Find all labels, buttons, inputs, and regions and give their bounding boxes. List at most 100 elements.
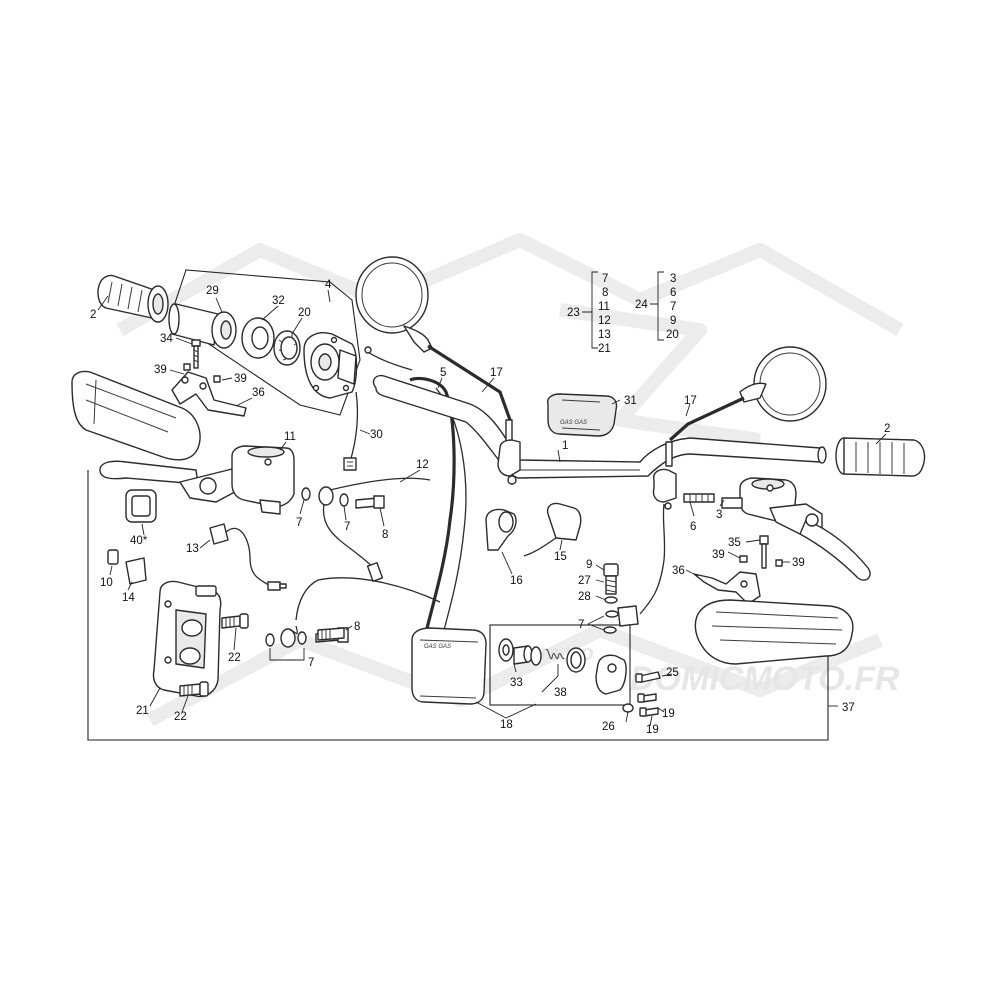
brake-caliper [152,580,222,698]
kit-23-label: 23 [567,307,580,319]
callout-29: 29 [206,285,219,297]
callout-7-b: 7 [344,521,350,533]
master-cylinder-piston-kit [498,638,586,673]
throttle-switch-wire [343,391,359,471]
callout-36-left: 36 [252,387,265,399]
bolt-34 [191,339,201,369]
callout-1: 1 [562,440,568,452]
leader-lines [97,271,887,727]
right-brake-hose [639,503,666,615]
callout-5: 5 [440,367,446,379]
bearing-ring [273,330,301,366]
callout-21: 21 [136,705,149,717]
throttle-group-frame [169,269,361,416]
left-handguard-bracket [171,363,247,417]
clutch-cable [364,346,467,641]
kill-switch [523,502,582,557]
callout-17-right: 17 [684,395,697,407]
kit-24-item: 7 [670,301,676,313]
clutch-lever [99,460,247,503]
handlebar [372,374,827,479]
callout-27: 27 [578,575,591,587]
bolt-8 [317,627,345,641]
throttle-housing [303,332,358,399]
clutch-perch [485,508,517,551]
callout-37: 37 [842,702,855,714]
kit-24-label: 24 [635,299,648,311]
left-mirror [355,256,521,485]
callout-16: 16 [510,575,523,587]
brake-hose [289,477,441,635]
clutch-master-cylinder [231,445,295,515]
callout-numbers: 2 29 32 20 4 34 39 39 36 11 30 12 5 17 1… [90,273,890,736]
kit-23-item: 11 [598,301,610,313]
callout-7-d: 7 [308,657,314,669]
callout-2-right: 2 [884,423,890,435]
left-handguard [71,370,201,461]
callout-6: 6 [690,521,696,533]
callout-8-a: 8 [382,529,388,541]
left-grip [97,274,169,323]
callout-39-a: 39 [154,364,167,376]
right-handguard-bracket [693,535,783,605]
callout-10: 10 [100,577,113,589]
brake-switch [209,523,287,591]
callout-8-b: 8 [354,621,360,633]
callout-17-left: 17 [490,367,503,379]
right-mirror [652,346,827,510]
front-brake-lever [769,503,871,581]
throttle-tube [168,303,237,349]
callout-33: 33 [510,677,523,689]
right-handguard [694,599,854,665]
throttle-collar [241,317,275,359]
watermark-domicmoto: DOMICMOTO.FR [630,660,900,698]
kit-24-item: 6 [670,287,676,299]
callout-7-a: 7 [296,517,302,529]
banjo-adapter [595,654,627,695]
right-grip [835,437,926,477]
callout-13: 13 [186,543,199,555]
repair-kit-frame [489,624,631,706]
kit-24-item: 20 [666,329,679,341]
banjo-fittings-left [265,486,385,648]
callout-20: 20 [298,307,311,319]
kit-24-item: 9 [670,315,676,327]
callout-4: 4 [325,279,332,291]
callout-34: 34 [160,333,173,345]
callout-39-d: 39 [792,557,805,569]
switch-part-10 [107,549,119,565]
callout-9: 9 [586,559,592,571]
callout-25: 25 [666,667,679,679]
callout-35: 35 [728,537,741,549]
callout-18: 18 [500,719,513,731]
callout-14: 14 [122,592,135,604]
callout-26: 26 [602,721,615,733]
callout-39-b: 39 [234,373,247,385]
callout-19-b: 19 [646,724,659,736]
callout-15: 15 [554,551,567,563]
handlebar-pad: GAS GAS [546,393,618,437]
caliper-bolts [179,613,249,697]
callout-2-left: 2 [90,309,96,321]
right-banjo-bolt [603,563,619,604]
callout-22-a: 22 [228,652,241,664]
callout-38: 38 [554,687,567,699]
callout-32: 32 [272,295,285,307]
brake-light-switch [683,493,715,503]
callout-31: 31 [624,395,637,407]
callout-36-right: 36 [672,565,685,577]
callout-22-b: 22 [174,711,187,723]
kit-frame-37 [87,470,829,741]
pad-brand-logo: GAS GAS [560,420,587,426]
callout-7-c: 7 [578,619,584,631]
callout-39-c: 39 [712,549,725,561]
callout-11: 11 [284,431,296,443]
bag-brand-logo: GAS GAS [424,644,451,650]
callout-28: 28 [578,591,591,603]
spare-parts-bag: GAS GAS [411,627,487,705]
callout-12: 12 [416,459,429,471]
watermark: moto DOMICMOTO.FR [116,233,904,727]
switch-part-14 [125,557,147,585]
callout-19-a: 19 [662,708,675,720]
reservoir-seal [125,489,157,523]
